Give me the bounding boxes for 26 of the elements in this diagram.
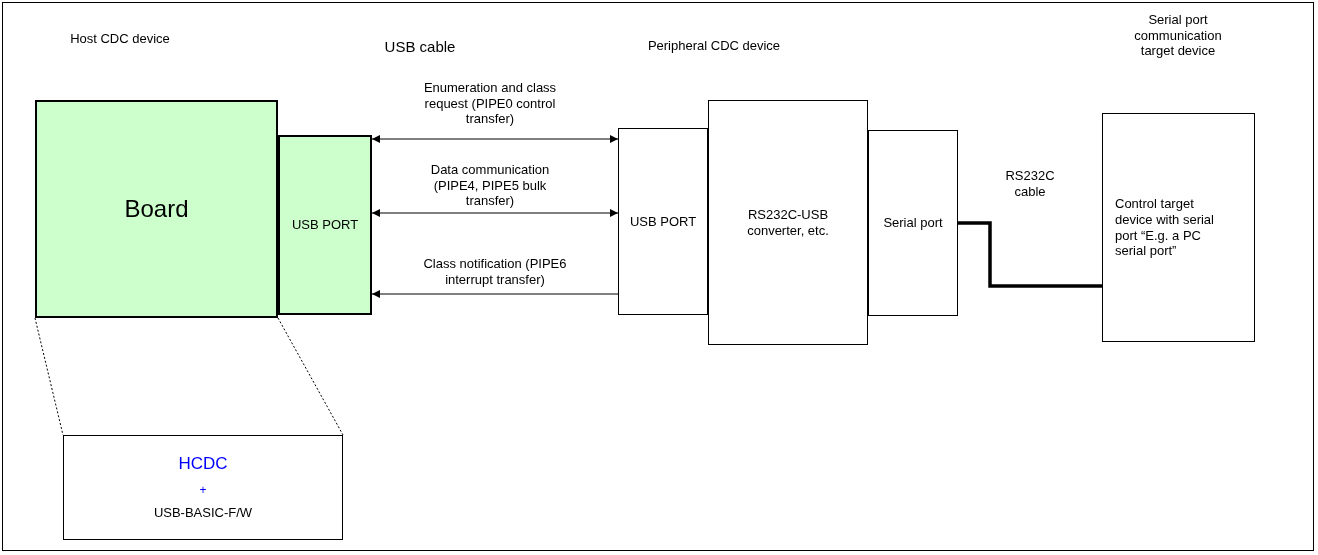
arrow [371, 290, 619, 298]
heading-label: USB cable [383, 38, 457, 56]
board-box [35, 100, 278, 318]
port-box [278, 135, 372, 315]
firmware-box [63, 435, 343, 540]
arrow [371, 209, 619, 217]
cable-line [958, 221, 1102, 288]
node-text: HCDC [178, 454, 228, 475]
node-text: Serial port [883, 215, 943, 231]
node-text: Board [124, 194, 189, 224]
heading-label: Serial port communication target device [1133, 12, 1223, 59]
node-text: Control target device with serial port “E.g. a PC serial port” [1115, 196, 1215, 259]
node-text: RS232C-USB converter, etc. [746, 206, 830, 239]
heading-label: Peripheral CDC device [646, 38, 782, 54]
arrow [371, 135, 619, 143]
node-text: USB PORT [291, 217, 359, 233]
zoom-line [277, 317, 344, 436]
port-box [868, 130, 958, 316]
node-text: + [199, 482, 207, 498]
target-device-box [1102, 113, 1255, 342]
converter-box [708, 100, 868, 345]
heading-label: Host CDC device [69, 31, 171, 47]
port-box [618, 128, 708, 315]
node-text: USB-BASIC-F/W [153, 505, 253, 521]
zoom-line [34, 317, 64, 436]
node-text: USB PORT [629, 213, 697, 230]
